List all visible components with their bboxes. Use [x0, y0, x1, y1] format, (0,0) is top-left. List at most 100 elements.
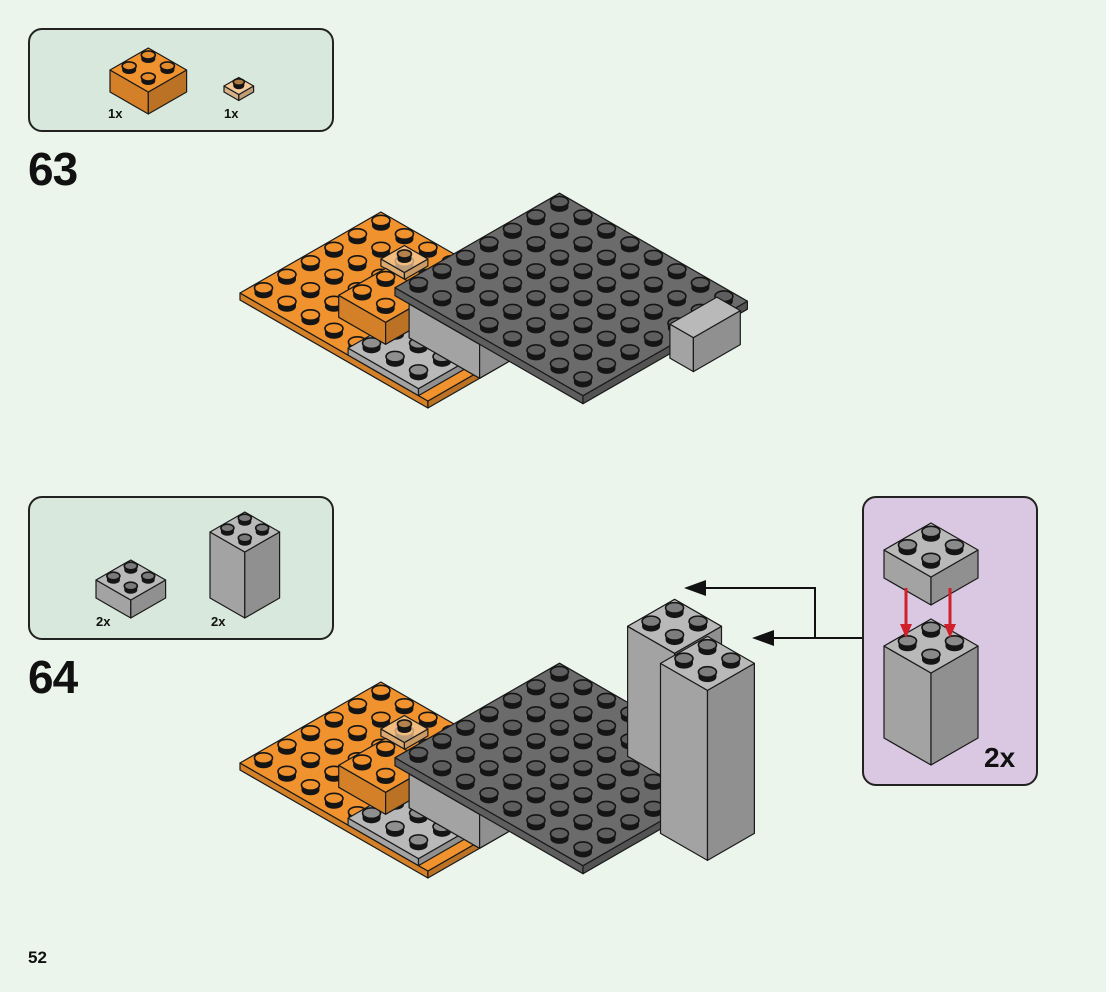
- gray-tall-brick: [209, 511, 281, 619]
- stud: [667, 263, 687, 280]
- callout-arrows: [684, 580, 862, 646]
- stud: [121, 61, 137, 75]
- dark-gray-plate: [394, 192, 749, 405]
- stud: [375, 297, 396, 315]
- sub-assembly-art: [883, 522, 979, 766]
- stud: [324, 738, 344, 755]
- stud: [549, 330, 570, 347]
- step-64-parts-art: [95, 511, 281, 619]
- stud: [418, 241, 438, 258]
- stud: [254, 523, 270, 536]
- top-brick: [883, 522, 979, 606]
- stud: [277, 295, 297, 312]
- stud: [573, 733, 593, 750]
- stud: [479, 263, 499, 280]
- stud: [232, 78, 246, 90]
- stud: [596, 800, 617, 817]
- stud: [502, 222, 523, 239]
- stud: [237, 533, 253, 546]
- stud: [549, 222, 570, 239]
- stud: [596, 773, 617, 790]
- stud: [596, 249, 617, 266]
- stud: [573, 209, 593, 226]
- stud: [921, 621, 941, 638]
- stud: [455, 276, 476, 293]
- stud: [643, 800, 664, 817]
- stud: [549, 276, 570, 293]
- stud: [596, 692, 617, 709]
- stud: [385, 350, 405, 367]
- stud: [573, 787, 593, 804]
- stud: [502, 249, 523, 266]
- stud: [620, 236, 640, 253]
- stud: [549, 249, 570, 266]
- stud: [123, 561, 139, 574]
- sub-assembly-quantity: 2x: [984, 742, 1016, 773]
- stud: [549, 692, 570, 709]
- light-gray-tall-brick-icon: [209, 511, 281, 619]
- stud: [479, 760, 499, 777]
- stud: [596, 357, 617, 374]
- stud: [573, 814, 593, 831]
- stud: [502, 719, 523, 736]
- stud: [300, 281, 321, 299]
- stud: [324, 711, 344, 728]
- part-quantity: 1x: [108, 106, 123, 121]
- stud: [361, 337, 382, 354]
- top-2x2-brick-icon: [883, 522, 979, 606]
- sub-assembly-box: 2x: [862, 496, 1038, 786]
- stud: [526, 344, 546, 361]
- stud: [324, 322, 344, 339]
- stud: [643, 330, 664, 347]
- stud: [526, 236, 546, 253]
- stud: [408, 364, 429, 381]
- down-arrow-icon: [944, 588, 956, 638]
- stud: [253, 751, 274, 769]
- stud: [375, 270, 396, 288]
- part-quantity: 2x: [96, 614, 111, 629]
- stud: [690, 276, 711, 293]
- stud: [479, 787, 499, 804]
- stud: [620, 344, 640, 361]
- trans-orange-plate: [380, 244, 429, 281]
- stud: [721, 652, 741, 669]
- down-arrow-icon: [900, 588, 912, 638]
- stud: [300, 308, 321, 326]
- stud: [897, 634, 918, 652]
- stud: [921, 525, 941, 542]
- step-63-parts-box: 1x 1x: [28, 28, 334, 132]
- stud: [620, 290, 640, 307]
- stud: [277, 765, 297, 782]
- stud: [361, 807, 382, 824]
- gray-brick: [95, 559, 167, 619]
- stud: [549, 800, 570, 817]
- stud: [394, 697, 415, 715]
- callout-line: [700, 587, 862, 639]
- stud: [371, 214, 391, 231]
- stud: [479, 733, 499, 750]
- stud: [253, 281, 274, 299]
- stud: [643, 773, 664, 790]
- stud: [641, 615, 661, 632]
- stud: [549, 357, 570, 374]
- stud: [573, 344, 593, 361]
- stud: [697, 665, 718, 683]
- stud: [573, 760, 593, 777]
- stud: [140, 571, 156, 584]
- stud: [324, 792, 344, 809]
- stud: [596, 222, 617, 239]
- stud: [620, 317, 640, 334]
- stud: [408, 276, 429, 293]
- stud: [140, 72, 157, 86]
- stud: [502, 800, 523, 817]
- gray-support-right: [669, 296, 741, 373]
- stud: [502, 773, 523, 790]
- stud: [664, 601, 685, 619]
- stud: [502, 276, 523, 293]
- stud: [526, 814, 546, 831]
- stud: [432, 290, 452, 307]
- stud: [408, 834, 429, 851]
- stud: [526, 760, 546, 777]
- stud: [371, 241, 391, 258]
